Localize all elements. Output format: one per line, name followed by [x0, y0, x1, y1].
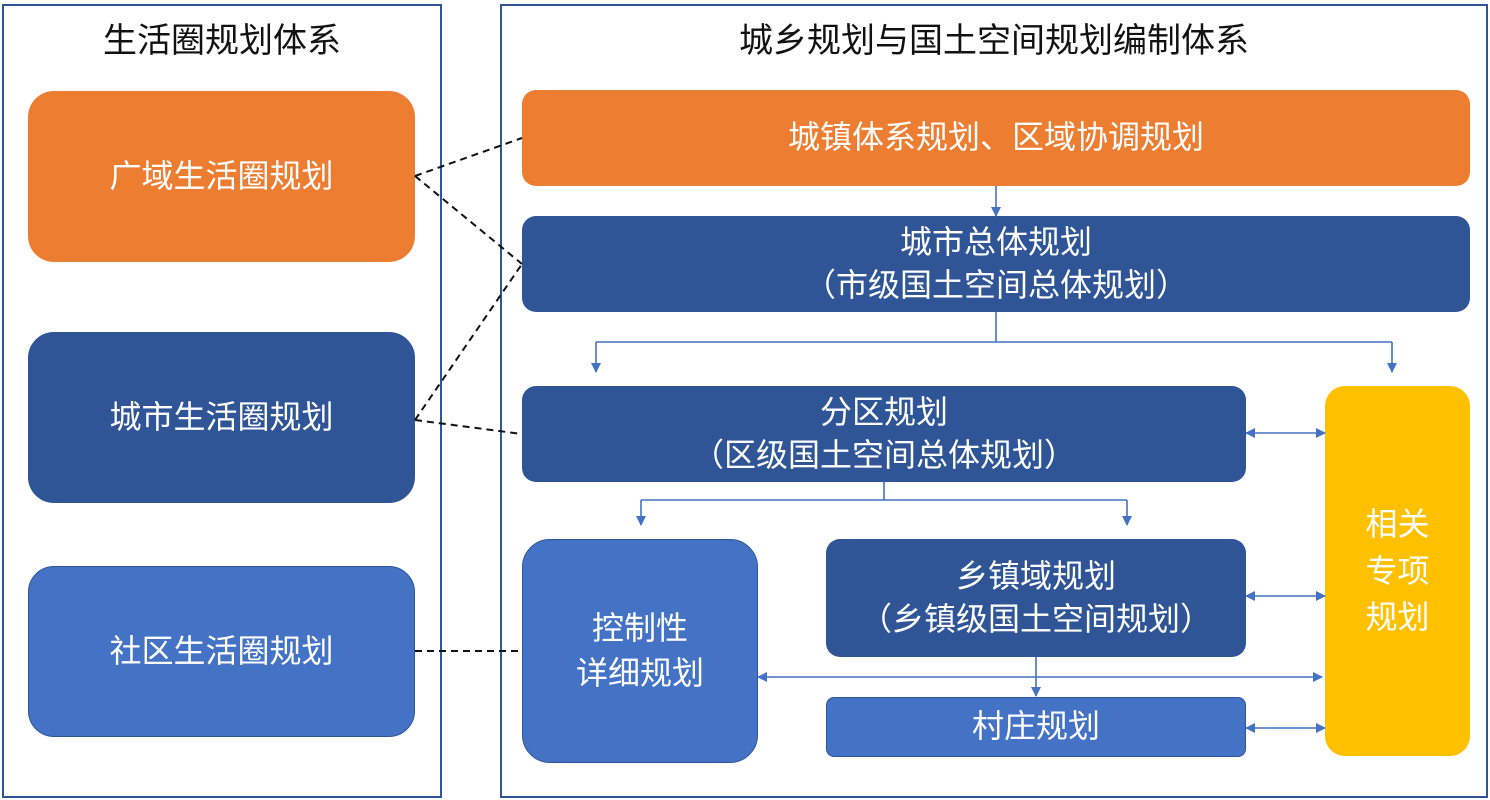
- box-community-life-circle: 社区生活圈规划: [28, 566, 415, 737]
- box-district-plan-line2: （区级国土空间总体规划）: [691, 436, 1076, 474]
- box-district-plan: 分区规划 （区级国土空间总体规划）: [522, 386, 1246, 482]
- box-village-plan-label: 村庄规划: [971, 707, 1100, 746]
- box-city-master-plan-line1: 城市总体规划: [899, 222, 1092, 261]
- box-city-master-plan: 城市总体规划 （市级国土空间总体规划）: [522, 216, 1470, 312]
- box-village-plan: 村庄规划: [826, 697, 1246, 757]
- box-wide-area-life-circle: 广域生活圈规划: [28, 91, 415, 262]
- box-city-master-plan-line2: （市级国土空间总体规划）: [803, 266, 1188, 304]
- box-regulatory-detailed-plan-line1: 控制性: [591, 609, 688, 648]
- box-township-plan: 乡镇域规划 （乡镇级国土空间规划）: [826, 539, 1246, 657]
- box-wide-area-life-circle-label: 广域生活圈规划: [109, 156, 334, 195]
- box-city-life-circle: 城市生活圈规划: [28, 332, 415, 503]
- box-township-plan-line2: （乡镇级国土空间规划）: [859, 600, 1212, 638]
- box-regulatory-detailed-plan: 控制性 详细规划: [522, 539, 758, 763]
- right-panel-title: 城乡规划与国土空间规划编制体系: [739, 21, 1249, 61]
- box-regional-planning: 城镇体系规划、区域协调规划: [522, 90, 1470, 186]
- box-township-plan-line1: 乡镇域规划: [955, 556, 1116, 595]
- box-special-plans-line3: 规划: [1365, 598, 1430, 637]
- left-panel-title: 生活圈规划体系: [103, 21, 341, 61]
- box-special-plans: 相关 专项 规划: [1325, 386, 1470, 756]
- box-city-life-circle-label: 城市生活圈规划: [109, 397, 334, 436]
- box-regulatory-detailed-plan-line2: 详细规划: [575, 654, 704, 692]
- box-regional-planning-label: 城镇体系规划、区域协调规划: [787, 118, 1204, 157]
- box-special-plans-line1: 相关: [1365, 505, 1430, 544]
- box-community-life-circle-label: 社区生活圈规划: [109, 631, 334, 670]
- box-district-plan-line1: 分区规划: [819, 392, 948, 431]
- box-special-plans-line2: 专项: [1365, 551, 1430, 590]
